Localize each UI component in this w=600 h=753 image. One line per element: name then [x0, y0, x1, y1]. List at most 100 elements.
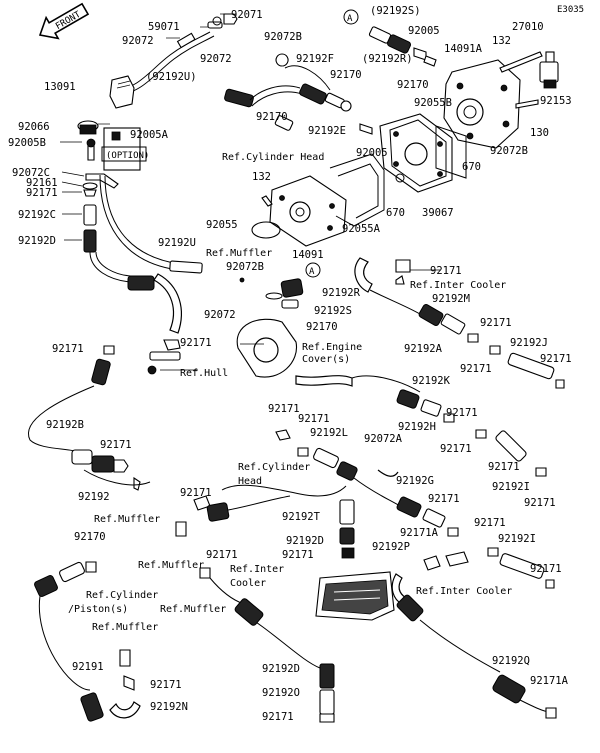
label-14091A: 14091A: [444, 43, 483, 55]
label-92171-o: 92171: [428, 493, 460, 505]
label-92192L: 92192L: [310, 427, 348, 439]
label-92170-e: 92170: [74, 531, 106, 543]
label-92192B: 92192B: [46, 419, 84, 431]
label-92171-a: 92171: [26, 187, 58, 199]
label-92171-t: 92171: [150, 679, 182, 691]
label-92192I-a: 92192I: [492, 481, 530, 493]
label-92192J: 92192J: [510, 337, 548, 349]
label-92066: 92066: [18, 121, 50, 133]
label-92161: 92161: [26, 177, 58, 189]
label-92170-b: 92170: [256, 111, 288, 123]
label-92005-b: 92005: [356, 147, 388, 159]
label-92171-k: 92171: [440, 443, 472, 455]
label-92171-d: 92171: [180, 337, 212, 349]
label-59071: 59071: [148, 21, 180, 33]
label-92072B-a: 92072B: [264, 31, 302, 43]
label-92171-r: 92171: [206, 549, 238, 561]
label-92192D-b: 92192D: [286, 535, 324, 547]
label-670-b: 670: [386, 207, 405, 219]
label-92153: 92153: [540, 95, 572, 107]
top-left-hose-group: [109, 13, 238, 109]
label-92072B-c: 92072B: [226, 261, 264, 273]
diagram-code: E3035: [557, 5, 584, 15]
label-92192N: 92192N: [150, 701, 188, 713]
label-132-b: 132: [252, 171, 271, 183]
label-92192M: 92192M: [432, 293, 470, 305]
label-92072-b: 92072: [200, 53, 232, 65]
cover-plate-14091A: [443, 51, 559, 149]
label-92171-q: 92171: [282, 549, 314, 561]
label-92171-l: 92171: [488, 461, 520, 473]
label-92192H: 92192H: [398, 421, 436, 433]
ref-inter-cooler-2b: Cooler: [230, 578, 266, 589]
label-13091: 13091: [44, 81, 76, 93]
label-92191: 92191: [72, 661, 104, 673]
label-92171-c: 92171: [480, 317, 512, 329]
label-92192Q: 92192Q: [492, 655, 530, 667]
label-92005-a: 92005: [408, 25, 440, 37]
ref-muffler-2: Ref.Muffler: [94, 514, 160, 525]
ref-cylinder-head-1: Ref.Cylinder Head: [222, 152, 324, 163]
engine-cover-area: A: [147, 262, 421, 393]
cover-14091: [251, 153, 385, 247]
label-14091: 14091: [292, 249, 324, 261]
ref-inter-cooler-2a: Ref.Inter: [230, 564, 284, 575]
label-92072-c: 92072: [204, 309, 236, 321]
label-92171-s: 92171: [530, 563, 562, 575]
label-92171-p: 92171: [474, 517, 506, 529]
label-92192E: 92192E: [308, 125, 346, 137]
label-130: 130: [530, 127, 549, 139]
label-92171-f: 92171: [540, 353, 572, 365]
label-92171-ii: 92171: [446, 407, 478, 419]
label-132-a: 132: [492, 35, 511, 47]
label-27010: 27010: [512, 21, 544, 33]
leader-lines: [60, 13, 440, 371]
label-92192S-a: (92192S): [370, 5, 421, 17]
label-92192D-a: 92192D: [18, 235, 56, 247]
spring-92192D-left: [83, 229, 97, 253]
ref-engine-cover-2: Cover(s): [302, 354, 350, 365]
label-670-a: 670: [462, 161, 481, 173]
label-92005B: 92005B: [8, 137, 46, 149]
label-92192: 92192: [78, 491, 110, 503]
sensor-27010: [539, 51, 559, 89]
label-39067: 39067: [422, 207, 454, 219]
ref-inter-cooler-3: Ref.Inter Cooler: [416, 586, 512, 597]
label-92071: 92071: [231, 9, 263, 21]
label-92192I-b: 92192I: [498, 533, 536, 545]
label-92171-i: 92171: [298, 413, 330, 425]
hose-92192K: [396, 389, 547, 477]
label-92072A: 92072A: [364, 433, 403, 445]
center-column-hoses: [175, 484, 355, 605]
ref-muffler-1: Ref.Muffler: [206, 248, 272, 259]
label-92192R-a: (92192R): [362, 53, 413, 65]
option-group: (OPTION): [77, 120, 149, 171]
label-92072-a: 92072: [122, 35, 154, 47]
label-92170-c: 92170: [397, 79, 429, 91]
valve-housing-92055B: [379, 113, 467, 193]
label-92192T: 92192T: [282, 511, 321, 523]
label-92192A: 92192A: [404, 343, 443, 355]
label-92192F: 92192F: [296, 53, 334, 65]
ref-inter-cooler-1: Ref.Inter Cooler: [410, 280, 506, 291]
label-92192C: 92192C: [18, 209, 56, 221]
front-arrow-icon: FRONT: [38, 2, 90, 40]
label-92192O: 92192O: [262, 687, 300, 699]
callout-a-mid-label: A: [309, 267, 315, 277]
label-92192G: 92192G: [396, 475, 434, 487]
label-92171A-a: 92171A: [400, 527, 439, 539]
label-92005A: 92005A: [130, 129, 169, 141]
ref-cylinder-head-2b: Head: [238, 476, 262, 487]
label-92170-d: 92170: [306, 321, 338, 333]
cylinder-head-fittings: [224, 53, 373, 135]
ref-cylinder-head-2a: Ref.Cylinder: [238, 462, 310, 473]
label-92055: 92055: [206, 219, 238, 231]
lower-left-hoses: [34, 561, 335, 723]
label-92192R-b: 92192R: [322, 287, 361, 299]
inter-cooler-housing: [315, 551, 501, 673]
label-92171-e: 92171: [52, 343, 84, 355]
label-92171-j: 92171: [100, 439, 132, 451]
ref-muffler-3: Ref.Muffler: [138, 560, 204, 571]
label-92192K: 92192K: [412, 375, 451, 387]
